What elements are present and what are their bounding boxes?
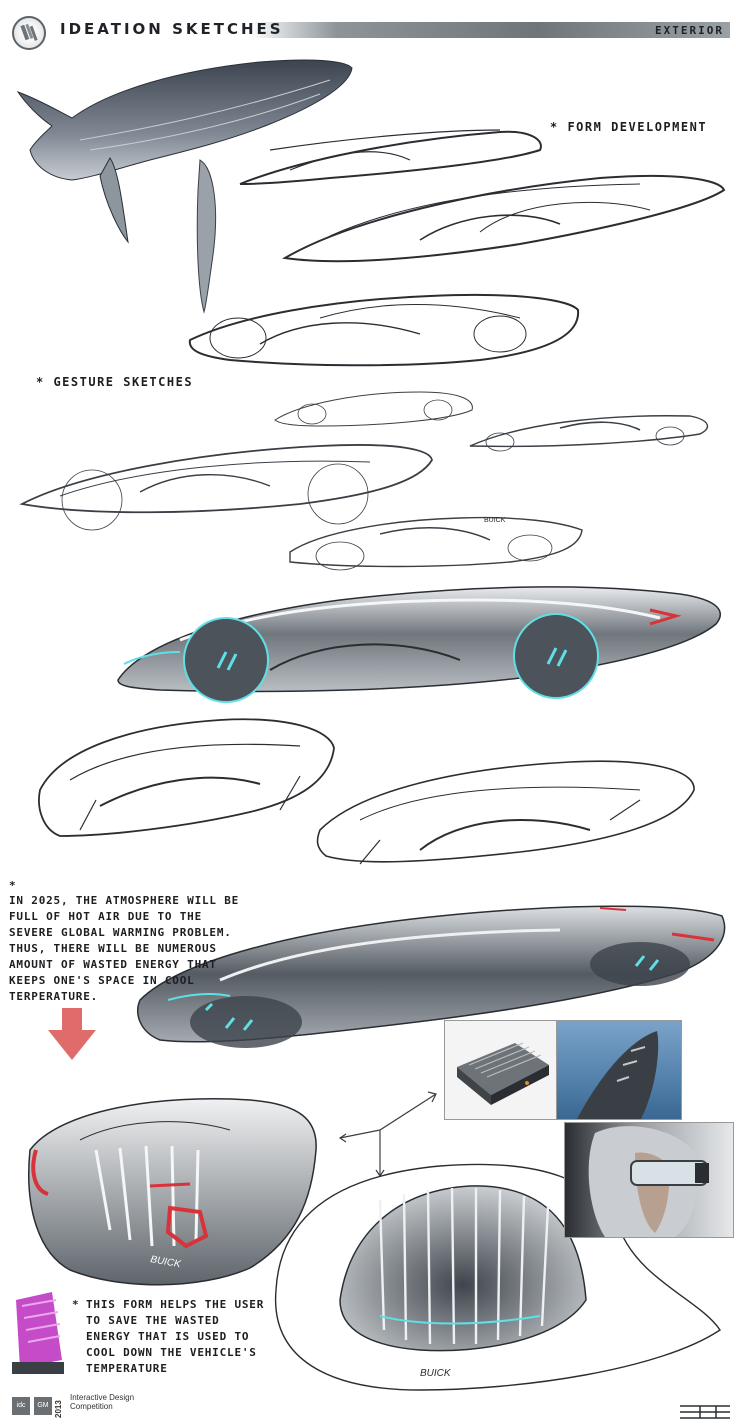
buick-rear-lettering: BUICK [149,1254,182,1270]
form-development-sketches [188,129,726,367]
perspective-sketches [38,718,695,865]
page-title: IDEATION SKETCHES [60,20,284,38]
buick-side-lettering: BUICK [484,517,506,524]
heatsink-photo [444,1020,558,1120]
heatsink-icon [12,1292,64,1374]
competition-year: 2013 [54,1400,63,1418]
whale-illustration [16,59,353,314]
form-helps-note: THIS FORM HELPS THE USER TO SAVE THE WAS… [86,1298,265,1375]
buick-logo-icon [12,16,46,50]
competition-name: Interactive Design Competition [70,1393,135,1411]
whale-skin-photo [556,1020,682,1120]
section-label: EXTERIOR [655,24,724,37]
form-helps-note-bullet: * [72,1298,80,1311]
gesture-sketches [19,391,709,571]
atmosphere-note-bullet: * [9,879,17,892]
red-arrow-icon [48,1008,96,1060]
buick-front-lettering: BUICK [420,1368,452,1379]
atmosphere-note: IN 2025, THE ATMOSPHERE WILL BE FULL OF … [9,894,240,1003]
rendered-rear-view [28,1098,317,1286]
gm-badge: GM [34,1397,52,1415]
axes-icon [338,1091,437,1178]
gesture-sketches-label: * GESTURE SKETCHES [36,375,194,389]
cooling-suit-photo [564,1122,734,1238]
rendered-rear-wide-view [274,1163,721,1391]
idc-badge: idc [12,1397,30,1415]
form-development-label: * FORM DEVELOPMENT [550,120,708,134]
designer-signature-icon [680,1405,730,1419]
rendered-front-view [137,905,726,1048]
rendered-side-view [117,586,721,703]
header-bar [250,22,730,38]
